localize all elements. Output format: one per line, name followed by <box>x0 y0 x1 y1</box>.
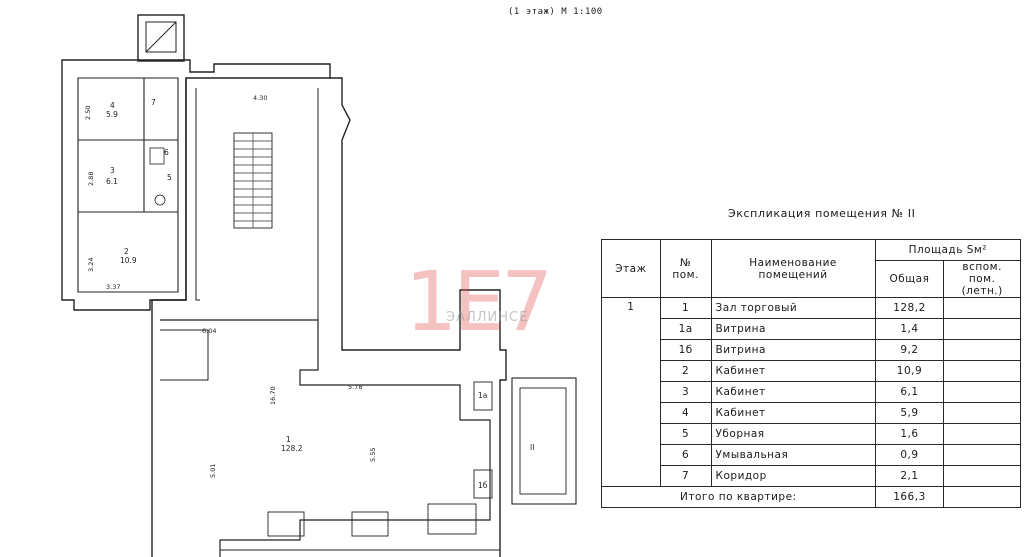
header-num: № пом. <box>659 239 712 298</box>
section-label: II <box>530 443 534 452</box>
cell-name: Кабинет <box>710 360 876 382</box>
cell-total: 9,2 <box>874 339 945 361</box>
dim-label: 2.88 <box>87 172 95 186</box>
cell-aux <box>943 444 1021 466</box>
floor-scale-caption: (1 этаж) М 1:100 <box>508 7 603 17</box>
cell-name: Коридор <box>710 465 876 487</box>
dim-label: 5.78 <box>348 383 362 391</box>
header-name: Наименование помещений <box>710 239 876 298</box>
plan-stair-treads <box>234 133 272 228</box>
dim-label: 16.70 <box>269 386 277 405</box>
room-number: 1а <box>478 391 487 400</box>
table-row: 1 1 Зал торговый 128,2 <box>601 297 1021 487</box>
dim-label: 3.24 <box>87 258 95 272</box>
plan-hall <box>160 319 491 557</box>
cell-num: 2 <box>659 360 712 382</box>
cell-total: 128,2 <box>874 297 945 319</box>
total-label: Итого по квартире: <box>601 486 876 508</box>
plan-main-outline <box>330 77 507 557</box>
dim-label: 3.37 <box>106 283 120 291</box>
cell-total: 6,1 <box>874 381 945 403</box>
cell-name: Витрина <box>710 339 876 361</box>
cell-total: 5,9 <box>874 402 945 424</box>
room-area: 128.2 <box>281 444 303 453</box>
dim-label: 2.50 <box>84 106 92 120</box>
watermark-text: ЭАЛЛИНСЕ <box>446 310 529 325</box>
cell-total: 0,9 <box>874 444 945 466</box>
cell-name: Витрина <box>710 318 876 340</box>
cell-aux <box>943 465 1021 487</box>
table-row: 5 Уборная 1,6 <box>602 423 1021 445</box>
cell-num: 4 <box>659 402 712 424</box>
dim-label: 5.01 <box>209 464 217 478</box>
total-row: Итого по квартире: 166,3 <box>601 486 1021 508</box>
cell-num: 1б <box>659 339 712 361</box>
table-row: 3 Кабинет 6,1 <box>602 381 1021 403</box>
room-number: 1 <box>286 435 291 444</box>
room-number: 7 <box>151 98 156 107</box>
cell-name: Кабинет <box>710 402 876 424</box>
cell-num: 1а <box>659 318 712 340</box>
cell-name: Зал торговый <box>710 297 876 319</box>
explication-table: Этаж № пом. Наименование помещений Площа… <box>601 239 1022 508</box>
cell-aux <box>943 318 1021 340</box>
dim-label: 4.30 <box>253 94 267 102</box>
cell-aux <box>943 339 1021 361</box>
cell-name: Умывальная <box>710 444 876 466</box>
room-number: 6 <box>164 148 169 157</box>
header-aux: вспом. пом. (летн.) <box>943 260 1021 298</box>
cell-aux <box>943 381 1021 403</box>
room-area: 10.9 <box>120 256 137 265</box>
cell-num: 7 <box>659 465 712 487</box>
cell-num: 3 <box>659 381 712 403</box>
total-value: 166,3 <box>874 486 945 508</box>
dim-label: 6.04 <box>202 327 216 335</box>
room-number: 1б <box>478 481 488 490</box>
cell-num: 5 <box>659 423 712 445</box>
cell-total: 1,6 <box>874 423 945 445</box>
cell-num: 6 <box>659 444 712 466</box>
cell-total: 1,4 <box>874 318 945 340</box>
room-number: 3 <box>110 166 115 175</box>
explication-title: Экспликация помещения № II <box>728 207 916 220</box>
watermark-logo: 1Е7 <box>405 255 553 350</box>
cell-total: 10,9 <box>874 360 945 382</box>
cell-name: Кабинет <box>710 381 876 403</box>
cell-aux <box>943 297 1021 319</box>
room-number: 4 <box>110 101 115 110</box>
table-row: 2 Кабинет 10,9 <box>602 360 1021 382</box>
cell-name: Уборная <box>710 423 876 445</box>
header-floor: Этаж <box>601 239 661 298</box>
table-row: 6 Умывальная 0,9 <box>602 444 1021 466</box>
table-row: 1б Витрина 9,2 <box>602 339 1021 361</box>
plan-shaft <box>137 14 185 62</box>
room-area: 5.9 <box>106 110 118 119</box>
table-row: 1а Витрина 1,4 <box>602 318 1021 340</box>
cell-aux <box>943 423 1021 445</box>
cell-aux <box>943 486 1021 508</box>
header-area: Площадь Sм² <box>874 239 1022 261</box>
room-number: 5 <box>167 173 172 182</box>
cell-total: 2,1 <box>874 465 945 487</box>
cell-num: 1 <box>659 297 712 319</box>
plan-left-block-inner <box>77 77 179 293</box>
dim-label: 5.55 <box>369 448 377 462</box>
cell-aux <box>943 360 1021 382</box>
cell-aux <box>943 402 1021 424</box>
cell-floor: 1 <box>601 297 661 487</box>
room-area: 6.1 <box>106 177 118 186</box>
table-row: 4 Кабинет 5,9 <box>602 402 1021 424</box>
plan-left-block-outer <box>61 59 331 311</box>
header-total: Общая <box>874 260 945 298</box>
room-number: 2 <box>124 247 129 256</box>
table-row: 7 Коридор 2,1 <box>602 465 1021 487</box>
plan-section-ii <box>511 377 577 505</box>
